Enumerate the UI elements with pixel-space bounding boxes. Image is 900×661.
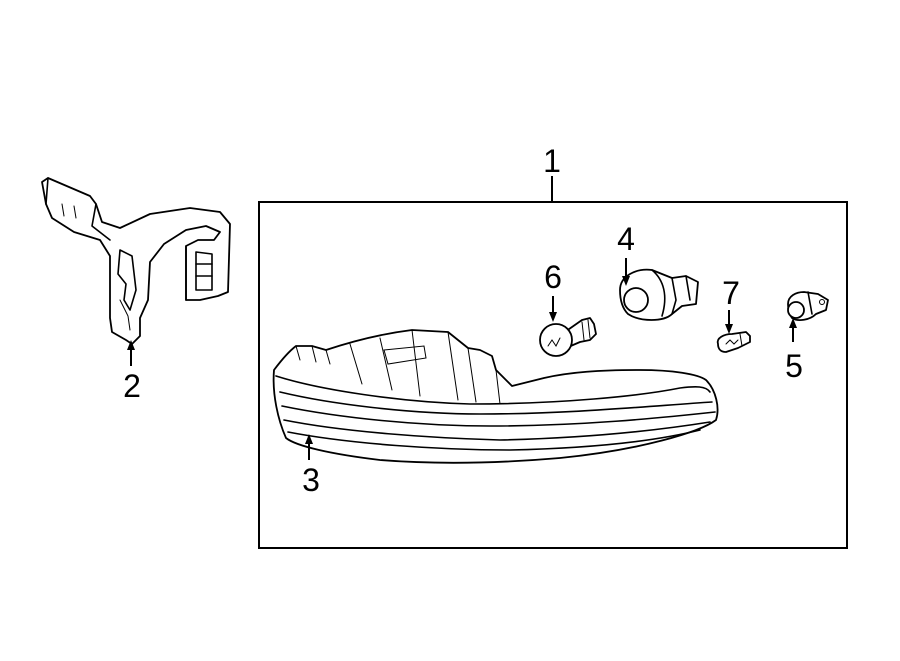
arrow-4	[622, 276, 630, 286]
callout-3: 3	[302, 462, 320, 498]
bulb-socket-part	[619, 268, 699, 321]
arrow-6	[549, 312, 557, 322]
callout-6: 6	[544, 259, 562, 295]
wedge-bulb-part	[716, 331, 751, 353]
arrow-3	[305, 434, 313, 444]
callout-4: 4	[617, 221, 635, 257]
bracket-part	[41, 177, 231, 345]
arrow-7	[725, 324, 733, 334]
callout-5: 5	[785, 348, 803, 384]
bulb-part	[539, 317, 597, 357]
callout-1: 1	[543, 143, 561, 179]
arrow-2	[127, 340, 135, 350]
callout-2: 2	[123, 368, 141, 404]
callout-7: 7	[722, 275, 740, 311]
small-socket-part	[787, 291, 829, 321]
arrow-5	[789, 318, 797, 328]
lens-housing-part	[272, 329, 719, 464]
